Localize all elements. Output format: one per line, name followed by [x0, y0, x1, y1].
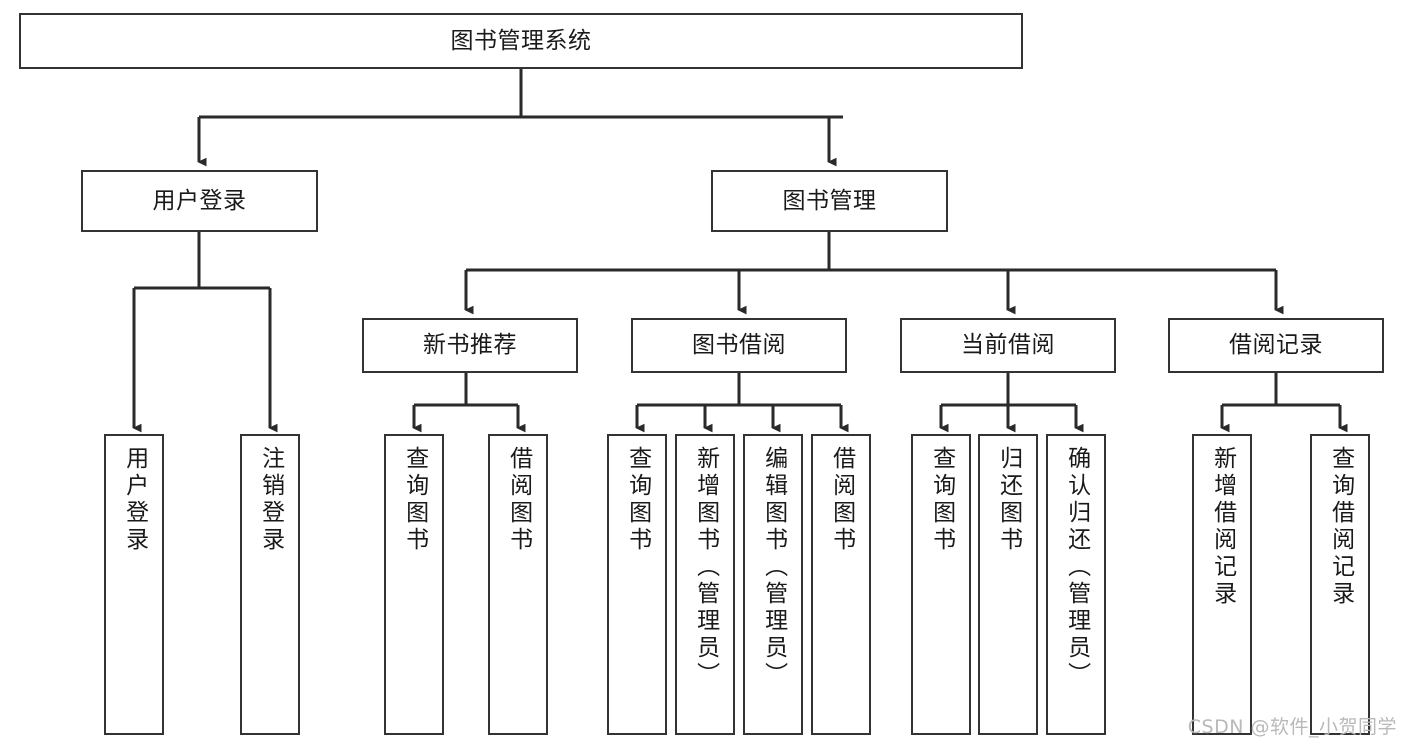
node-leaf-current-confirm-label: 确认归还（管理员） — [1063, 446, 1090, 689]
node-leaf-record-add-label: 新增借阅记录 — [1209, 446, 1236, 608]
node-leaf-login-label: 用户登录 — [121, 446, 148, 554]
node-borrow-record[interactable]: 借阅记录 — [1168, 318, 1384, 373]
node-leaf-borrow-query[interactable]: 查询图书 — [607, 434, 667, 735]
node-book-manage[interactable]: 图书管理 — [711, 170, 948, 232]
node-current-borrow-label: 当前借阅 — [961, 332, 1055, 359]
node-book-borrow[interactable]: 图书借阅 — [631, 318, 847, 373]
node-root-label: 图书管理系统 — [450, 27, 592, 54]
node-borrow-record-label: 借阅记录 — [1229, 332, 1323, 359]
node-new-book-label: 新书推荐 — [423, 332, 517, 359]
node-book-manage-label: 图书管理 — [782, 187, 877, 214]
node-leaf-record-query[interactable]: 查询借阅记录 — [1310, 434, 1370, 735]
node-leaf-logout[interactable]: 注销登录 — [240, 434, 300, 735]
node-user-login-label: 用户登录 — [152, 187, 247, 214]
node-new-book[interactable]: 新书推荐 — [362, 318, 578, 373]
node-leaf-newbook-borrow-label: 借阅图书 — [505, 446, 532, 554]
node-user-login[interactable]: 用户登录 — [81, 170, 318, 232]
csdn-watermark: CSDN @软件_小贺同学 — [1187, 716, 1397, 738]
node-leaf-current-query-label: 查询图书 — [928, 446, 955, 554]
node-leaf-current-confirm[interactable]: 确认归还（管理员） — [1046, 434, 1106, 735]
node-leaf-borrow-edit-label: 编辑图书（管理员） — [760, 446, 787, 689]
node-leaf-borrow-edit[interactable]: 编辑图书（管理员） — [743, 434, 803, 735]
node-leaf-newbook-query[interactable]: 查询图书 — [384, 434, 444, 735]
node-leaf-current-return-label: 归还图书 — [995, 446, 1022, 554]
node-leaf-current-return[interactable]: 归还图书 — [978, 434, 1038, 735]
node-leaf-borrow-add[interactable]: 新增图书（管理员） — [675, 434, 735, 735]
node-leaf-newbook-borrow[interactable]: 借阅图书 — [488, 434, 548, 735]
node-leaf-borrow-query-label: 查询图书 — [624, 446, 651, 554]
node-leaf-logout-label: 注销登录 — [257, 446, 284, 554]
node-leaf-borrow-book[interactable]: 借阅图书 — [811, 434, 871, 735]
node-leaf-current-query[interactable]: 查询图书 — [911, 434, 971, 735]
node-book-borrow-label: 图书借阅 — [692, 332, 786, 359]
node-leaf-borrow-book-label: 借阅图书 — [828, 446, 855, 554]
node-current-borrow[interactable]: 当前借阅 — [900, 318, 1116, 373]
node-leaf-borrow-add-label: 新增图书（管理员） — [692, 446, 719, 689]
node-leaf-record-query-label: 查询借阅记录 — [1327, 446, 1354, 608]
node-leaf-newbook-query-label: 查询图书 — [401, 446, 428, 554]
node-leaf-record-add[interactable]: 新增借阅记录 — [1192, 434, 1252, 735]
node-root[interactable]: 图书管理系统 — [19, 13, 1023, 69]
node-leaf-login[interactable]: 用户登录 — [104, 434, 164, 735]
